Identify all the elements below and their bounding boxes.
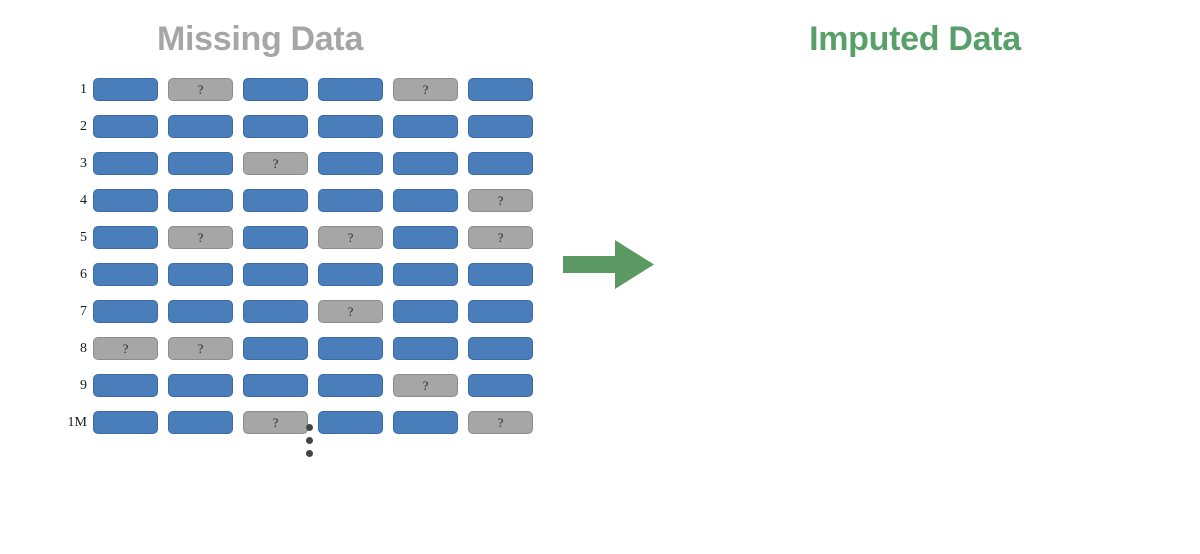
- ellipsis-dot: [306, 424, 313, 431]
- data-cell-missing: ?: [243, 152, 308, 175]
- vertical-ellipsis-missing: [306, 424, 313, 457]
- data-cell-present: [243, 263, 308, 286]
- data-cell-present: [168, 374, 233, 397]
- data-cell-present: [243, 300, 308, 323]
- data-cell-present: [93, 411, 158, 434]
- data-cell-missing: ?: [168, 226, 233, 249]
- data-cell-present: [168, 300, 233, 323]
- data-cell-present: [393, 300, 458, 323]
- data-cell-present: [318, 411, 383, 434]
- data-cell-present: [468, 78, 533, 101]
- data-cell-present: [168, 115, 233, 138]
- data-cell-present: [318, 263, 383, 286]
- data-cell-present: [243, 115, 308, 138]
- missing-data-panel: Missing Data 1?? 2 3? 4? 5??? 6 7? 8?? 9? 1M??: [0, 0, 560, 554]
- data-cell-present: [468, 263, 533, 286]
- data-cell-present: [93, 374, 158, 397]
- row-label: 1: [80, 82, 87, 97]
- data-cell-present: [243, 189, 308, 212]
- data-cell-present: [168, 152, 233, 175]
- row-label: 3: [80, 156, 87, 171]
- ellipsis-dot: [306, 437, 313, 444]
- imputed-data-panel: Imputed Data 1234567891M: [600, 0, 1200, 554]
- data-cell-present: [93, 300, 158, 323]
- data-cell-missing: ?: [318, 300, 383, 323]
- data-cell-present: [468, 115, 533, 138]
- data-cell-present: [168, 263, 233, 286]
- data-cell-present: [468, 374, 533, 397]
- row-label: 9: [80, 378, 87, 393]
- data-cell-missing: ?: [93, 337, 158, 360]
- data-cell-present: [93, 152, 158, 175]
- row-label: 7: [80, 304, 87, 319]
- row-label: 2: [80, 119, 87, 134]
- data-cell-present: [243, 226, 308, 249]
- data-cell-present: [318, 115, 383, 138]
- data-cell-present: [468, 300, 533, 323]
- data-cell-missing: ?: [243, 411, 308, 434]
- data-cell-present: [318, 152, 383, 175]
- data-cell-missing: ?: [168, 337, 233, 360]
- data-cell-present: [468, 337, 533, 360]
- data-cell-present: [393, 263, 458, 286]
- row-label: 4: [80, 193, 87, 208]
- data-cell-present: [243, 78, 308, 101]
- data-cell-present: [393, 411, 458, 434]
- data-cell-present: [243, 337, 308, 360]
- data-cell-present: [468, 152, 533, 175]
- data-cell-present: [393, 226, 458, 249]
- data-cell-present: [168, 411, 233, 434]
- data-cell-missing: ?: [168, 78, 233, 101]
- data-cell-missing: ?: [393, 374, 458, 397]
- data-cell-present: [168, 189, 233, 212]
- data-cell-missing: ?: [468, 226, 533, 249]
- missing-data-title: Missing Data: [156, 20, 364, 58]
- data-cell-present: [393, 189, 458, 212]
- data-cell-present: [93, 115, 158, 138]
- data-cell-present: [393, 337, 458, 360]
- data-cell-present: [318, 374, 383, 397]
- ellipsis-dot: [306, 450, 313, 457]
- data-cell-present: [393, 152, 458, 175]
- data-cell-present: [393, 115, 458, 138]
- data-cell-present: [318, 189, 383, 212]
- right-arrow-icon: [563, 237, 655, 292]
- data-cell-missing: ?: [318, 226, 383, 249]
- imputed-data-title: Imputed Data: [809, 20, 1021, 58]
- data-cell-missing: ?: [468, 189, 533, 212]
- row-label: 5: [80, 230, 87, 245]
- row-label: 8: [80, 341, 87, 356]
- data-cell-present: [243, 374, 308, 397]
- data-cell-present: [93, 263, 158, 286]
- row-label: 1M: [67, 415, 87, 430]
- data-cell-present: [93, 189, 158, 212]
- data-cell-present: [318, 78, 383, 101]
- data-cell-present: [318, 337, 383, 360]
- data-cell-present: [93, 226, 158, 249]
- data-cell-missing: ?: [393, 78, 458, 101]
- data-cell-present: [93, 78, 158, 101]
- data-cell-missing: ?: [468, 411, 533, 434]
- row-label: 6: [80, 267, 87, 282]
